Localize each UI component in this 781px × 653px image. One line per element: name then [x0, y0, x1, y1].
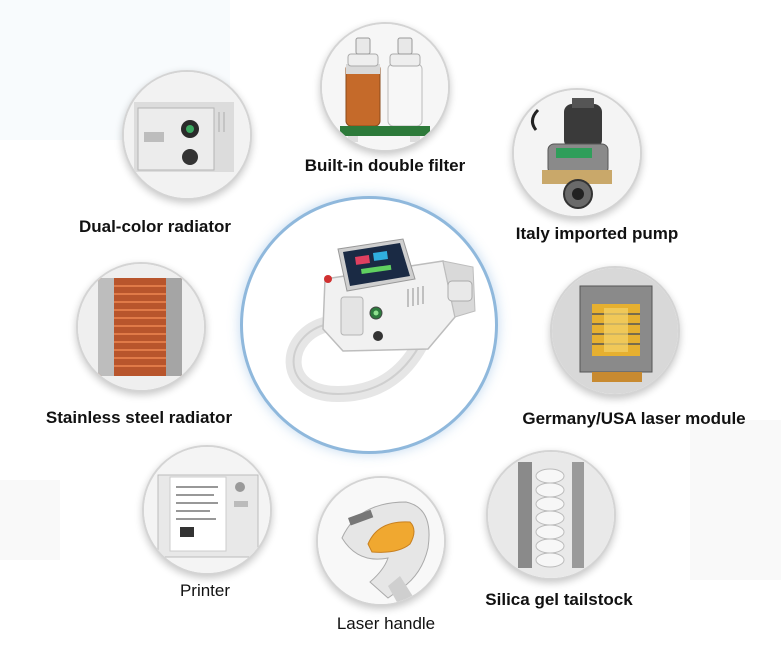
- laser-handle-image: [318, 478, 444, 604]
- italy-pump-circle: [512, 88, 642, 218]
- silica-tailstock-image: [488, 452, 614, 578]
- stainless-radiator-image: [78, 264, 204, 390]
- laser-module-label: Germany/USA laser module: [522, 409, 746, 428]
- silica-tailstock-circle: [486, 450, 616, 580]
- double-filter-label: Built-in double filter: [304, 156, 466, 175]
- italy-pump-label: Italy imported pump: [515, 224, 679, 243]
- double-filter-image: [322, 24, 448, 150]
- dual-color-radiator-image: [124, 72, 250, 198]
- printer-label: Printer: [179, 581, 231, 600]
- dual-color-radiator-circle: [122, 70, 252, 200]
- silica-tailstock-label: Silica gel tailstock: [485, 590, 633, 609]
- stainless-radiator-circle: [76, 262, 206, 392]
- center-machine-circle: [240, 196, 498, 454]
- laser-handle-label: Laser handle: [336, 614, 436, 633]
- dual-color-radiator-label: Dual-color radiator: [78, 217, 232, 236]
- printer-circle: [142, 445, 272, 575]
- italy-pump-image: [514, 90, 640, 216]
- laser-module-circle: [550, 266, 680, 396]
- laser-machine-image: [285, 238, 476, 403]
- printer-image: [144, 447, 270, 573]
- laser-handle-circle: [316, 476, 446, 606]
- stainless-radiator-label: Stainless steel radiator: [45, 408, 233, 427]
- laser-module-image: [552, 268, 678, 394]
- double-filter-circle: [320, 22, 450, 152]
